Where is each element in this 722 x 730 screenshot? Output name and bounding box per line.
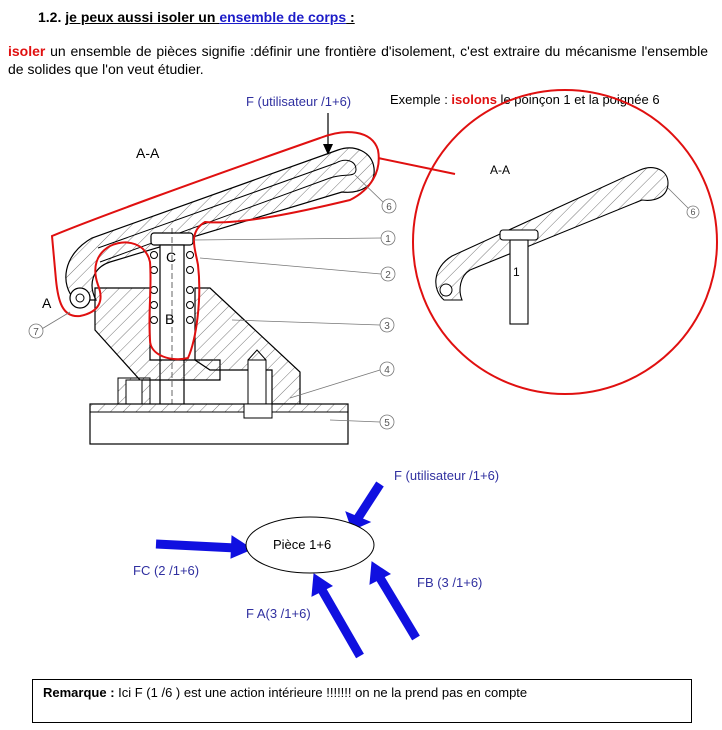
isolation-boundary [50, 131, 380, 361]
callout-2: 2 [380, 266, 396, 282]
piece-ellipse [245, 516, 375, 574]
section-heading: 1.2. je peux aussi isoler un ensemble de… [38, 9, 355, 25]
remark-box: Remarque : Ici F (1 /6 ) est une action … [32, 679, 692, 723]
point-b-label: B [165, 311, 174, 327]
punch-part-1 [150, 228, 194, 420]
point-c-label: C [166, 249, 176, 265]
force-user-diagram-label: F (utilisateur /1+6) [394, 468, 500, 483]
remark-label: Remarque : [43, 685, 115, 700]
example-suffix: le poinçon 1 et la poignée 6 [496, 92, 660, 107]
example-prefix: Exemple : [390, 92, 452, 107]
detail-section-label: A-A [490, 163, 510, 177]
detail-callout: 6 [690, 207, 695, 217]
force-arrowhead [323, 144, 333, 155]
callout-leaders [39, 174, 385, 423]
svg-text:2: 2 [385, 270, 391, 281]
technical-drawing: A-A A B C [28, 89, 718, 445]
point-a-label: A [42, 295, 52, 311]
svg-text:3: 3 [384, 321, 390, 332]
callout-4: 4 [379, 361, 395, 377]
spring-part-2 [150, 251, 194, 324]
detail-part-number: 1 [513, 265, 520, 279]
remark-text: Ici F (1 /6 ) est une action intérieure … [114, 685, 528, 700]
detail-punch-head [499, 229, 539, 241]
heading-prefix: je peux aussi isoler un [65, 9, 220, 25]
heading-number: 1.2. [38, 9, 62, 25]
section-label: A-A [136, 145, 160, 161]
callout-3: 3 [379, 317, 395, 333]
free-body-diagram [155, 481, 420, 659]
detail-handle [435, 167, 669, 301]
intro-keyword: isoler [8, 43, 46, 59]
svg-text:6: 6 [386, 202, 392, 213]
example-text: Exemple : isolons le poinçon 1 et la poi… [390, 92, 660, 107]
svg-text:1: 1 [385, 234, 391, 245]
svg-text:4: 4 [384, 365, 390, 376]
base-part-5 [89, 377, 349, 445]
detail-connector [377, 157, 456, 175]
intro-text: un ensemble de pièces signifie :définir … [8, 43, 708, 77]
svg-text:5: 5 [384, 418, 390, 429]
heading-suffix: : [346, 9, 355, 25]
force-fa-label: F A(3 /1+6) [246, 606, 311, 621]
heading-emphasis: ensemble de corps [219, 9, 347, 25]
force-user-label: F (utilisateur /1+6) [246, 94, 352, 109]
svg-text:7: 7 [33, 327, 39, 338]
intro-paragraph: isoler un ensemble de pièces signifie :d… [8, 42, 708, 78]
force-fc-label: FC (2 /1+6) [133, 563, 200, 578]
callout-5: 5 [379, 414, 395, 430]
detail-punch-body [509, 239, 529, 325]
callout-6: 6 [381, 198, 397, 214]
piece-label: Pièce 1+6 [273, 537, 332, 552]
detail-view: A-A 1 6 [412, 89, 718, 395]
force-fb-label: FB (3 /1+6) [417, 575, 483, 590]
handle-part-6 [65, 147, 375, 309]
callout-1: 1 [380, 230, 396, 246]
example-keyword: isolons [451, 92, 497, 107]
callout-7: 7 [28, 323, 44, 339]
